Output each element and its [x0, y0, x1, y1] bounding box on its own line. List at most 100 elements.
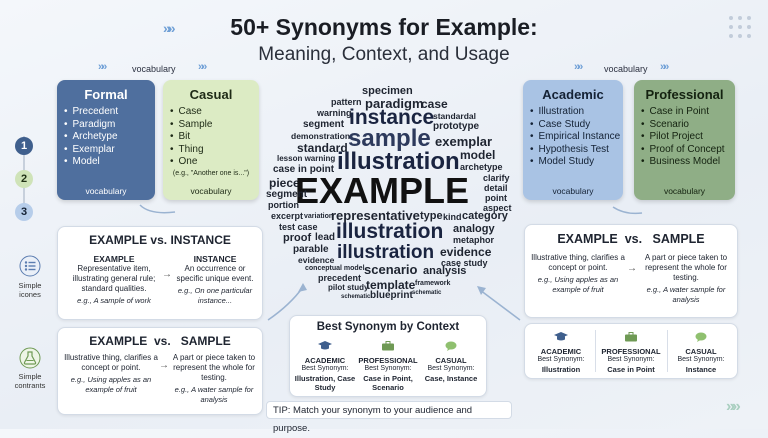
professional-card: Professional Case in Point Scenario Pilo…	[634, 80, 735, 200]
vocabulary-label: vocabulary	[132, 64, 176, 74]
cloud-word: prototype	[433, 121, 480, 132]
cloud-word: analysis	[423, 265, 467, 277]
context-head: PROFESSIONAL	[358, 356, 418, 365]
comparison-left-text: Representative item, illustrating genera…	[72, 264, 156, 293]
academic-footer: vocabulary	[552, 186, 594, 196]
chevron-decoration-icon: »»	[163, 20, 175, 36]
comparison-right: A part or piece taken to represent the w…	[639, 253, 733, 304]
context-col-professional: PROFESSIONAL Best Synonym: Case in Point…	[357, 338, 419, 392]
cloud-word: kind	[443, 212, 462, 222]
step-number-3: 3	[15, 203, 33, 221]
example-vs-sample-panel-right: EXAMPLE vs. SAMPLE Illustrative thing, c…	[524, 224, 738, 318]
cloud-word: EXAMPLE	[295, 170, 470, 211]
cloud-word: clarify	[483, 173, 510, 183]
summary-value: Illustration	[541, 364, 581, 374]
list-icon	[19, 255, 41, 282]
cloud-word: specimen	[362, 85, 413, 97]
casual-card: Casual Case Sample Bit Thing One (e.g., …	[163, 80, 259, 200]
comparison-right: A part or piece taken to represent the w…	[170, 353, 258, 404]
professional-list: Case in Point Scenario Pilot Project Pro…	[634, 106, 735, 169]
briefcase-icon	[597, 329, 665, 347]
cloud-word: warning	[317, 108, 352, 118]
cloud-word: standard	[297, 141, 348, 155]
list-item: Pilot Project	[650, 131, 735, 144]
list-item: Case	[179, 106, 259, 119]
chevron-small-icon: »»	[198, 61, 207, 73]
context-value: Illustration, Case Study	[294, 373, 356, 392]
comparison-title: EXAMPLE vs. SAMPLE	[525, 232, 737, 246]
synonym-word-cloud: specimen pattern paradigm case warning i…	[255, 82, 525, 302]
cloud-word: pilot study	[328, 283, 369, 292]
professional-title: Professional	[645, 87, 724, 102]
divider	[667, 330, 668, 372]
title-vs: vs.	[153, 334, 171, 348]
comparison-right-example: e.g., A water sample for analysis	[646, 285, 726, 304]
cloud-word: evidence	[298, 255, 335, 265]
list-item: Scenario	[650, 119, 735, 132]
list-item: Paradigm	[73, 119, 155, 132]
context-col-academic: ACADEMIC Best Synonym: Illustration, Cas…	[294, 338, 356, 392]
list-item: Model Study	[539, 156, 623, 169]
comparison-left-text: Illustrative thing, clarifies a concept …	[64, 353, 158, 372]
speech-bubble-icon	[420, 338, 482, 356]
title-b: SAMPLE	[180, 334, 231, 348]
cloud-word: illustration	[337, 148, 460, 175]
arrow-right-icon: →	[627, 263, 637, 274]
cloud-word: proof	[283, 232, 312, 244]
arrow-right-icon: →	[159, 360, 169, 371]
summary-label: Best Synonym:	[537, 356, 585, 363]
cloud-word: scenario	[364, 262, 418, 277]
cloud-word: schematic	[341, 294, 371, 300]
cloud-word: variation	[304, 213, 334, 220]
context-col-casual: CASUAL Best Synonym: Case, Instance	[420, 338, 482, 383]
cloud-word: detail	[484, 183, 508, 193]
example-vs-instance-panel: EXAMPLE vs. INSTANCE EXAMPLE Representat…	[57, 226, 263, 320]
cloud-word: portion	[268, 200, 299, 210]
speech-bubble-icon	[669, 329, 733, 347]
chevron-small-icon: »»	[660, 61, 669, 73]
list-item: Sample	[179, 119, 259, 132]
flask-icon	[19, 347, 41, 374]
cloud-word: parable	[293, 244, 329, 255]
summary-col-academic: ACADEMIC Best Synonym: Illustration	[529, 329, 593, 374]
cloud-word: category	[462, 210, 508, 222]
cloud-word: point	[485, 193, 507, 203]
list-item: Precedent	[73, 106, 155, 119]
cloud-word: pattern	[331, 97, 362, 107]
cloud-word: precedent	[318, 273, 362, 283]
cloud-word: segment	[303, 119, 345, 130]
cloud-word: evidence	[440, 245, 492, 259]
chevron-small-icon: »»	[98, 61, 107, 73]
summary-value: Instance	[685, 364, 717, 374]
cloud-word: metaphor	[453, 235, 495, 245]
list-item: Case Study	[539, 119, 623, 132]
summary-col-professional: PROFESSIONAL Best Synonym: Case in Point	[597, 329, 665, 374]
cloud-word: segment	[266, 189, 308, 200]
comparison-right-text: A part or piece taken to represent the w…	[172, 353, 256, 382]
best-synonym-title: Best Synonym by Context	[316, 321, 460, 333]
comparison-left: Illustrative thing, clarifies a concept …	[64, 353, 158, 394]
cloud-word: analogy	[453, 223, 495, 235]
summary-head: ACADEMIC	[540, 347, 582, 356]
title-vs: vs.	[624, 232, 643, 246]
list-item: Archetype	[73, 131, 155, 144]
cloud-word: lead	[315, 232, 336, 243]
comparison-right-text: An occurrence or specific unique event.	[176, 264, 254, 283]
connector-arrows	[139, 204, 643, 321]
cloud-word: illustration	[337, 242, 435, 263]
list-item: Empirical Instance	[539, 131, 623, 144]
simple-icons-label: Simple icones	[18, 281, 42, 299]
cloud-word: template	[366, 278, 416, 292]
summary-label: Best Synonym:	[607, 356, 655, 363]
cloud-word: piece	[269, 176, 300, 190]
cloud-word: lesson warning	[277, 154, 336, 163]
list-item: Thing	[179, 144, 259, 157]
academic-card: Academic Illustration Case Study Empiric…	[523, 80, 623, 200]
comparison-left-example: e.g., A sample of work	[77, 296, 151, 305]
cloud-word: standardal	[433, 111, 476, 121]
cloud-word: case study	[441, 258, 488, 268]
title-b: SAMPLE	[652, 232, 705, 246]
page-subtitle: Meaning, Context, and Usage	[258, 44, 510, 65]
chevron-small-icon: »»	[574, 61, 583, 73]
comparison-title: EXAMPLE vs. SAMPLE	[58, 334, 262, 348]
